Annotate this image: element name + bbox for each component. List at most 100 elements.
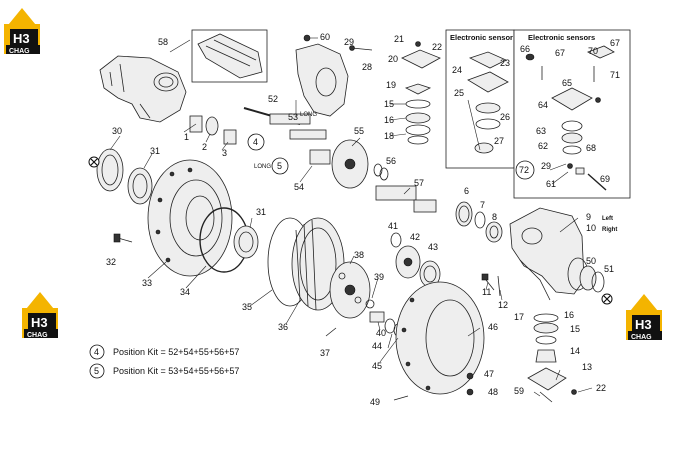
bearing-31 — [127, 167, 153, 205]
exclusion-marker-right — [601, 293, 613, 305]
part-label: 27 — [494, 136, 504, 146]
washer-39 — [365, 299, 375, 309]
axle-housing — [99, 29, 268, 123]
legend-item-text: Position Kit = 52+54+55+56+57 — [113, 347, 239, 357]
kit-marker-5: 5 — [271, 157, 289, 175]
part-label: 70 — [588, 46, 598, 56]
bearing-8 — [485, 221, 503, 243]
part-label: 12 — [498, 300, 508, 310]
part-label: 57 — [414, 178, 424, 188]
logo-mid-left: H3 CHAG — [22, 292, 58, 339]
part-label: 64 — [538, 100, 548, 110]
part-label: 20 — [388, 54, 398, 64]
part-label: 37 — [320, 348, 330, 358]
part-label: 31 — [256, 207, 266, 217]
part-label: 68 — [586, 143, 596, 153]
bolt-11 — [481, 273, 495, 291]
legend: 4 Position Kit = 52+54+55+56+57 5 Positi… — [89, 344, 239, 379]
part-label: 56 — [386, 156, 396, 166]
logo-subtitle: CHAG — [9, 48, 30, 55]
stub-shaft-57 — [375, 185, 437, 213]
part-label: 39 — [374, 272, 384, 282]
logo-letters: H3 — [31, 315, 48, 330]
wheel-hub-33 — [147, 159, 233, 277]
part-label: 59 — [514, 386, 524, 396]
part-label: 25 — [454, 88, 464, 98]
snap-ring-56 — [373, 163, 389, 181]
part-label: 55 — [354, 126, 364, 136]
seal-6 — [455, 201, 473, 227]
electronic-sensor-title: Electronic sensor — [450, 33, 513, 42]
part-label: 49 — [370, 397, 380, 407]
part-label: 15 — [384, 99, 394, 109]
ring-51 — [591, 271, 605, 293]
part-label: 14 — [570, 346, 580, 356]
svg-text:72: 72 — [519, 165, 529, 175]
seal-50 — [579, 265, 597, 291]
part-numbers: 58 60 29 28 21 22 20 19 15 16 18 24 23 2… — [106, 32, 620, 407]
part-label: 61 — [546, 179, 556, 189]
part-label: 8 — [492, 212, 497, 222]
logo-subtitle: CHAG — [27, 332, 48, 339]
part-label: 44 — [372, 341, 382, 351]
part-label: 67 — [610, 38, 620, 48]
part-label: 63 — [536, 126, 546, 136]
sun-gear-42 — [395, 245, 421, 279]
kit-marker-4: 4 — [247, 133, 265, 151]
part-label: 2 — [202, 142, 207, 152]
part-label: 38 — [354, 250, 364, 260]
part-label: 45 — [372, 361, 382, 371]
part-label: 18 — [384, 131, 394, 141]
part-label: 48 — [488, 387, 498, 397]
side-right-label: Right — [602, 227, 617, 233]
legend-item-number: 5 — [94, 366, 99, 376]
part-label: 69 — [600, 174, 610, 184]
part-label: 9 — [586, 212, 591, 222]
exclusion-marker-left — [88, 156, 100, 168]
part-label: 30 — [112, 126, 122, 136]
part-label: 24 — [452, 65, 462, 75]
part-label: 52 — [268, 94, 278, 104]
part-label: 6 — [464, 186, 469, 196]
long-label-b: LONG — [254, 164, 271, 170]
part-label: 41 — [388, 221, 398, 231]
part-label: 23 — [500, 58, 510, 68]
ring-7 — [474, 211, 486, 229]
upper-kingpin-stack — [401, 41, 441, 145]
part-label: 16 — [564, 310, 574, 320]
part-label: 58 — [158, 37, 168, 47]
part-label: 65 — [562, 78, 572, 88]
part-label: 40 — [376, 328, 386, 338]
bearing-31b — [233, 225, 259, 259]
steering-knuckle — [509, 207, 589, 301]
part-label: 34 — [180, 287, 190, 297]
electronic-sensor-box: Electronic sensor — [445, 29, 515, 169]
legend-item-number: 4 — [94, 347, 99, 357]
legend-item: 4 Position Kit = 52+54+55+56+57 — [89, 344, 239, 360]
part-label: 36 — [278, 322, 288, 332]
leader-lines — [109, 100, 593, 397]
part-label: 62 — [538, 141, 548, 151]
logo-letters: H3 — [635, 317, 652, 332]
part-label: 10 — [586, 223, 596, 233]
long-label-a: LONG — [300, 112, 317, 118]
kit-marker-72: 72 — [515, 160, 535, 180]
snap-ring-41 — [390, 232, 402, 248]
part-label: 16 — [384, 115, 394, 125]
part-label: 28 — [362, 62, 372, 72]
part-label: 1 — [184, 132, 189, 142]
seal-43 — [419, 260, 441, 288]
axle-shaft-53 — [269, 113, 327, 140]
part-label: 33 — [142, 278, 152, 288]
part-label: 29 — [344, 37, 354, 47]
part-label: 31 — [150, 146, 160, 156]
snap-ring-44 — [384, 318, 396, 334]
pin-37 — [325, 327, 337, 337]
logo-letters: H3 — [13, 31, 30, 46]
part-label: 13 — [582, 362, 592, 372]
seal-30 — [96, 148, 124, 192]
side-left-label: Left — [602, 216, 613, 222]
legend-item-text: Position Kit = 53+54+55+56+57 — [113, 366, 239, 376]
